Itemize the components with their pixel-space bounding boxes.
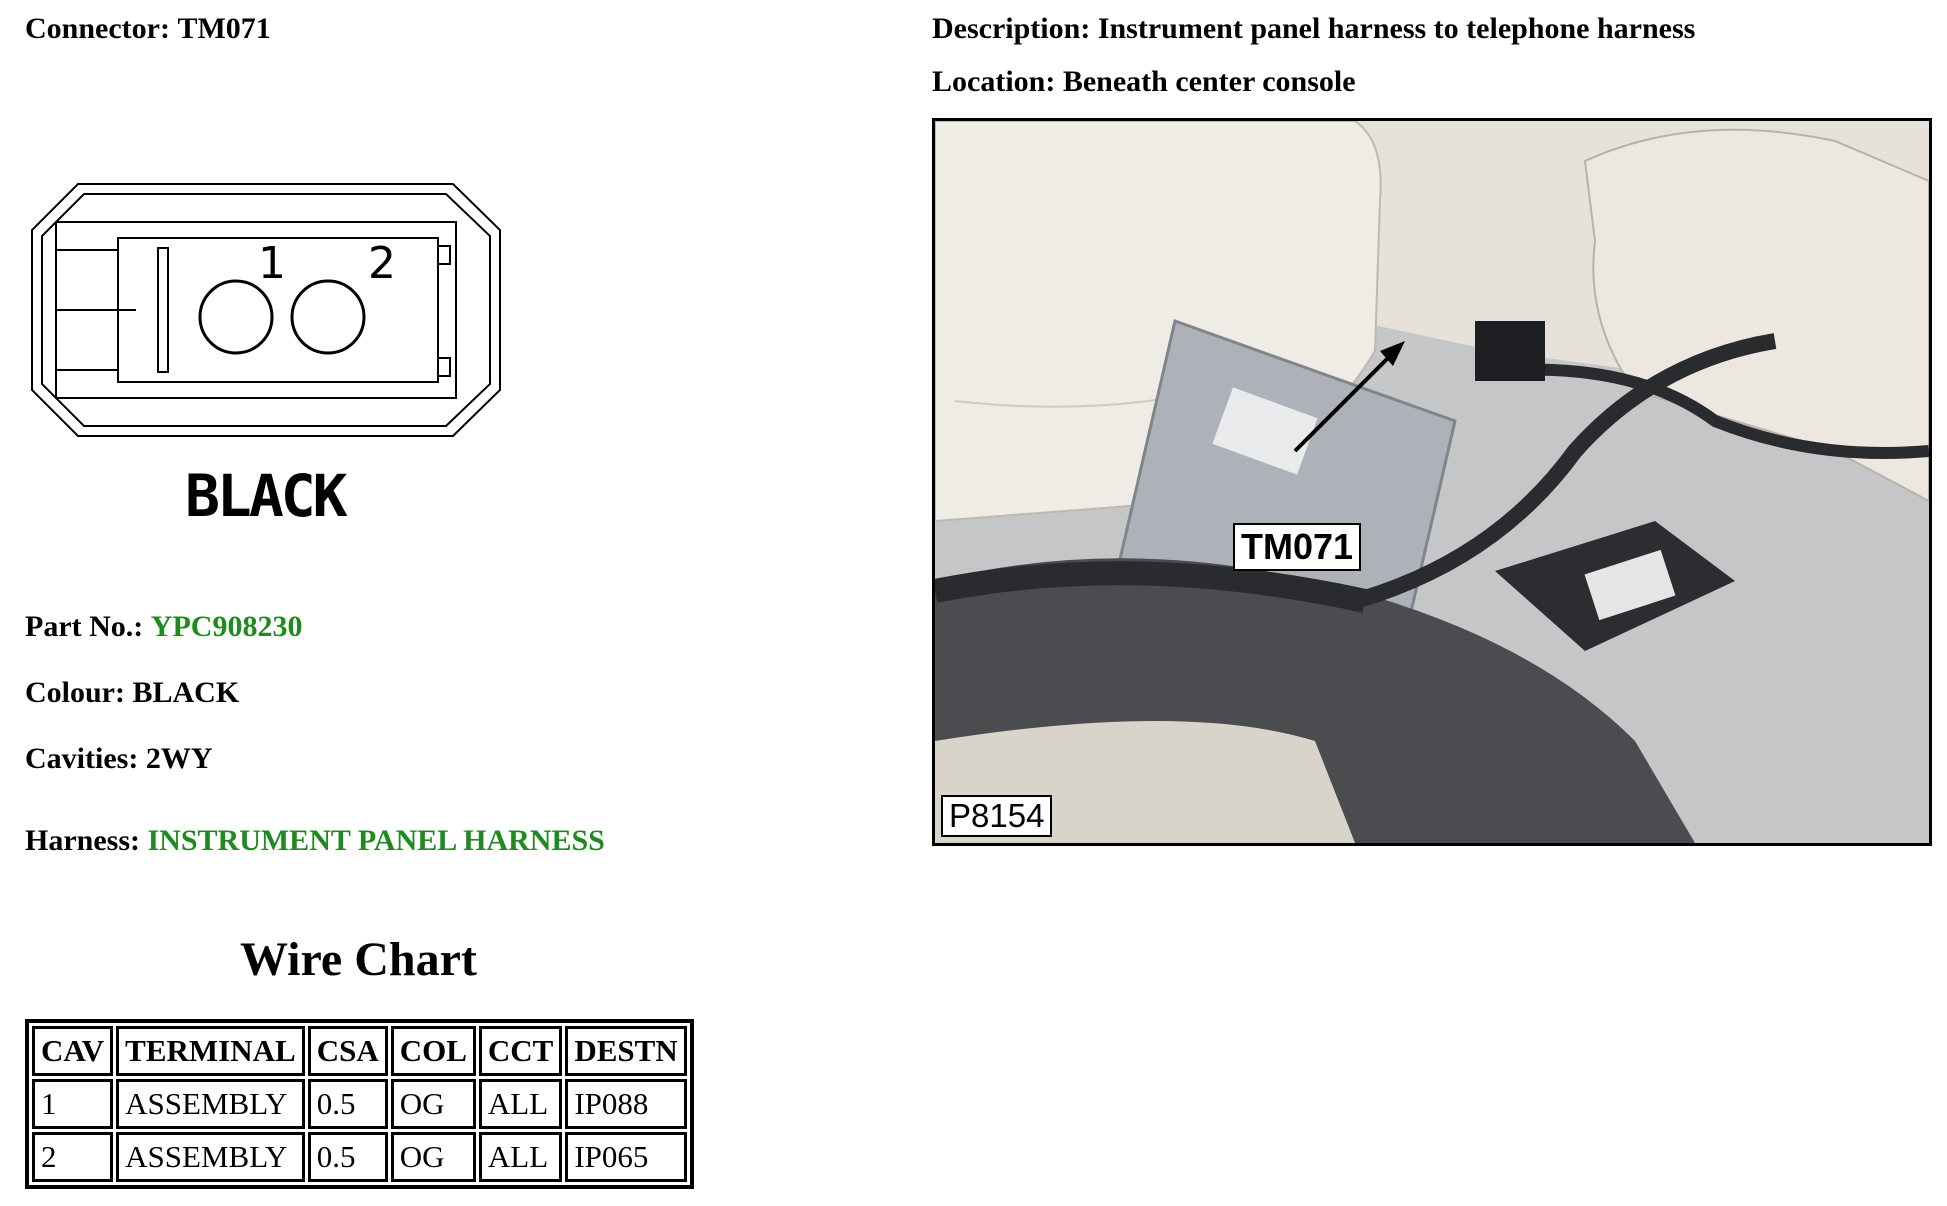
connector-label: Connector: <box>25 12 170 45</box>
pin-1-label: 1 <box>258 238 286 289</box>
cell-cav: 1 <box>32 1079 114 1129</box>
description-value: Instrument panel harness to telephone ha… <box>1097 12 1696 45</box>
pin-2-cavity <box>290 279 366 355</box>
cell-terminal: ASSEMBLY <box>116 1132 305 1182</box>
header-destn: DESTN <box>565 1026 687 1076</box>
cell-csa: 0.5 <box>307 1079 388 1129</box>
location-row: Location: Beneath center console <box>932 65 1356 99</box>
description-row: Description: Instrument panel harness to… <box>932 12 1695 46</box>
description-label: Description: <box>932 12 1091 45</box>
connector-color-caption: BLACK <box>185 462 348 530</box>
pin-2-label: 2 <box>368 238 396 289</box>
connector-heading: Connector: TM071 <box>25 12 271 46</box>
header-cct: CCT <box>478 1026 563 1076</box>
pin-1-cavity <box>198 279 274 355</box>
location-label: Location: <box>932 65 1056 98</box>
cell-csa: 0.5 <box>307 1132 388 1182</box>
photo-reference-label: P8154 <box>941 795 1053 837</box>
header-cav: CAV <box>32 1026 114 1076</box>
header-terminal: TERMINAL <box>116 1026 305 1076</box>
table-row: 1 ASSEMBLY 0.5 OG ALL IP088 <box>32 1079 687 1129</box>
cell-cct: ALL <box>478 1132 563 1182</box>
header-col: COL <box>390 1026 476 1076</box>
connector-diagram: 1 2 <box>31 183 501 437</box>
photo-callout-label: TM071 <box>1233 523 1362 571</box>
cell-terminal: ASSEMBLY <box>116 1079 305 1129</box>
cell-col: OG <box>390 1079 476 1129</box>
cell-destn: IP065 <box>565 1132 687 1182</box>
colour-value: BLACK <box>132 676 240 709</box>
harness-link[interactable]: INSTRUMENT PANEL HARNESS <box>147 824 605 857</box>
location-photo-illustration <box>935 121 1929 843</box>
location-photo: TM071 P8154 <box>932 118 1932 846</box>
part-no-row: Part No.: YPC908230 <box>25 610 302 644</box>
colour-label: Colour: <box>25 676 125 709</box>
part-no-link[interactable]: YPC908230 <box>150 610 303 643</box>
cavities-row: Cavities: 2WY <box>25 742 212 776</box>
cell-col: OG <box>390 1132 476 1182</box>
connector-id: TM071 <box>177 12 271 45</box>
colour-row: Colour: BLACK <box>25 676 239 710</box>
cell-cav: 2 <box>32 1132 114 1182</box>
table-row: 2 ASSEMBLY 0.5 OG ALL IP065 <box>32 1132 687 1182</box>
cavities-value: 2WY <box>145 742 213 775</box>
cavities-label: Cavities: <box>25 742 139 775</box>
harness-row: Harness: INSTRUMENT PANEL HARNESS <box>25 824 605 858</box>
wire-chart-title: Wire Chart <box>240 933 477 986</box>
harness-label: Harness: <box>25 824 140 857</box>
table-header-row: CAV TERMINAL CSA COL CCT DESTN <box>32 1026 687 1076</box>
cell-destn: IP088 <box>565 1079 687 1129</box>
part-no-label: Part No.: <box>25 610 144 643</box>
wire-chart-table: CAV TERMINAL CSA COL CCT DESTN 1 ASSEMBL… <box>25 1019 694 1189</box>
location-value: Beneath center console <box>1062 65 1356 98</box>
cell-cct: ALL <box>478 1079 563 1129</box>
header-csa: CSA <box>307 1026 388 1076</box>
